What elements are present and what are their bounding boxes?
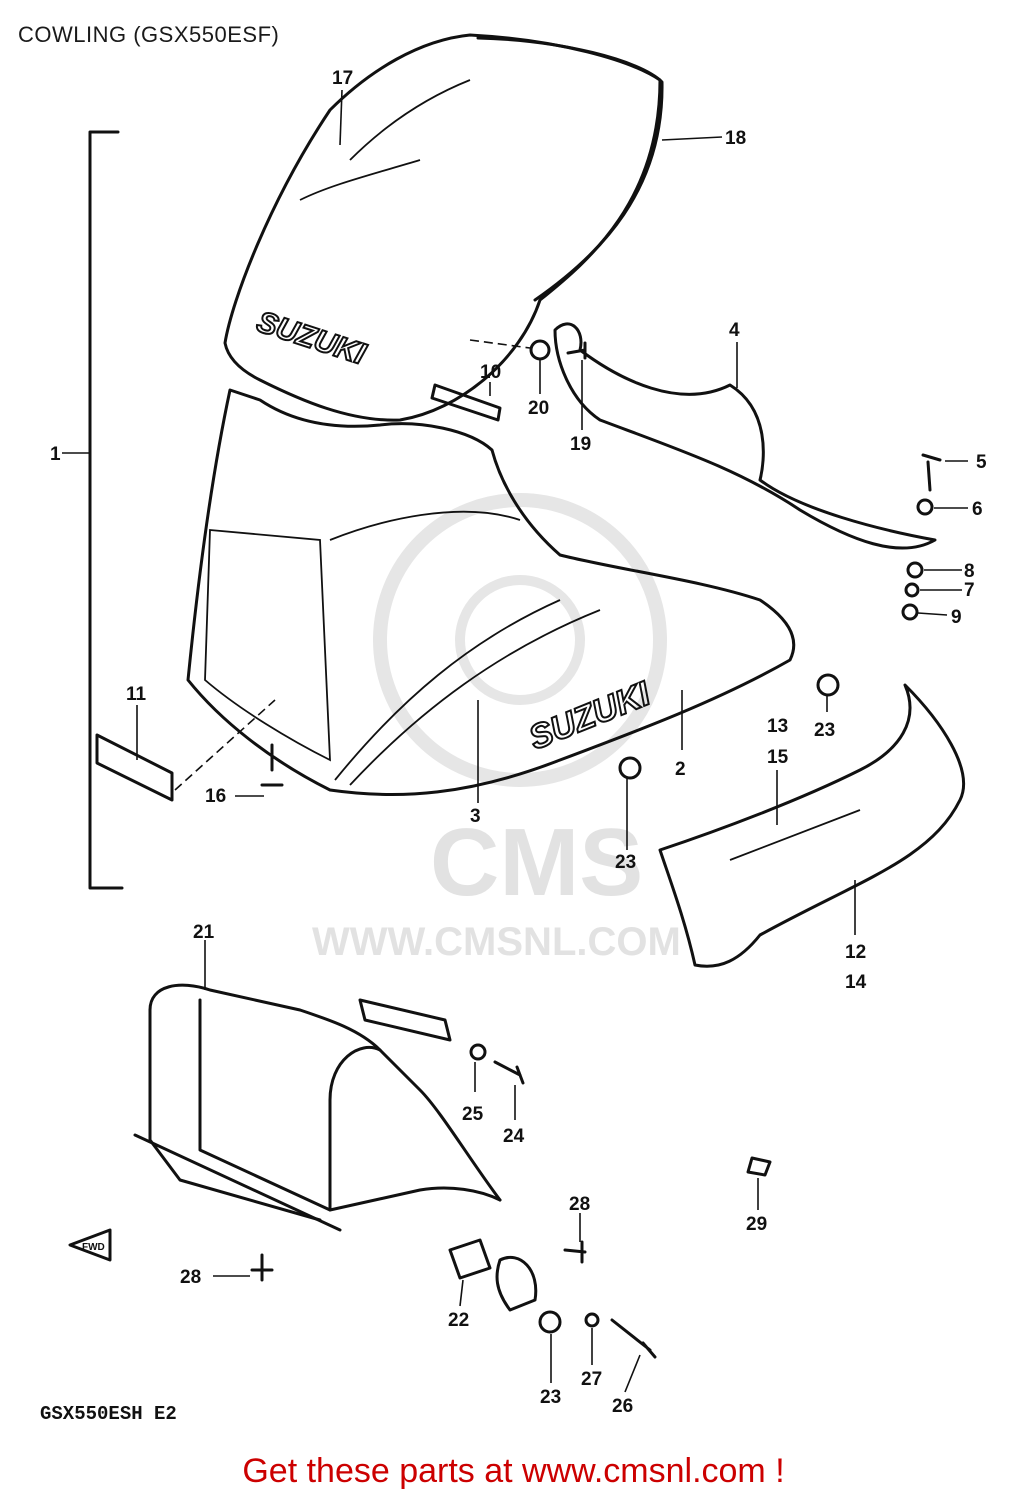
grommet-23-middle (618, 756, 642, 780)
callout-26: 26 (612, 1396, 633, 1417)
strip-10 (430, 383, 502, 422)
grommet-29 (746, 1156, 772, 1177)
windshield: SUZUKI (223, 33, 662, 422)
screw-19 (566, 341, 587, 360)
footer-cta-link[interactable]: Get these parts at www.cmsnl.com ! (242, 1452, 785, 1490)
nut-9 (901, 603, 919, 621)
grommet-23-upper (816, 673, 840, 697)
screw-28-right (563, 1240, 587, 1264)
cowling-stay (133, 983, 502, 1232)
callout-28-left: 28 (180, 1267, 201, 1288)
watermark-url: WWW.CMSNL.COM (312, 920, 681, 964)
callout-4: 4 (729, 320, 740, 341)
callout-23-upper: 23 (814, 720, 835, 741)
side-bracket-plate (95, 699, 276, 802)
windshield-trim (476, 36, 664, 302)
callout-1: 1 (50, 444, 61, 465)
mount-bracket (495, 1255, 538, 1312)
callout-29: 29 (746, 1214, 767, 1235)
screw-5 (921, 453, 942, 492)
callout-6: 6 (972, 499, 983, 520)
watermark-logo: CMS (430, 809, 643, 916)
lower-cowl-trim (729, 809, 861, 861)
bolt-24 (493, 1060, 525, 1085)
callout-18: 18 (725, 128, 746, 149)
callout-15: 15 (767, 747, 789, 768)
callout-11: 11 (126, 684, 147, 705)
callout-22: 22 (448, 1310, 469, 1331)
callout-13: 13 (767, 716, 788, 737)
cowl-logo: SUZUKI (524, 674, 657, 757)
callout-27: 27 (581, 1369, 602, 1390)
callout-23-lower: 23 (540, 1387, 561, 1408)
bolt-16 (260, 743, 284, 787)
watermark: CMS WWW.CMSNL.COM (312, 493, 681, 964)
diagram-code: GSX550ESH E2 (40, 1403, 177, 1425)
callout-14: 14 (845, 972, 867, 993)
callout-20: 20 (528, 398, 549, 419)
callout-21: 21 (193, 922, 215, 943)
lower-cowl (658, 683, 966, 968)
washer-8 (906, 561, 924, 579)
callout-8: 8 (964, 561, 975, 582)
grommet-23-lower (538, 1310, 562, 1334)
fwd-label: FWD (82, 1242, 105, 1253)
callout-17: 17 (332, 68, 353, 89)
callouts: 1 2 3 4 5 6 7 8 9 10 11 12 13 14 15 16 1… (50, 68, 987, 1417)
callout-23-middle: 23 (615, 852, 636, 873)
windshield-logo: SUZUKI (253, 305, 370, 371)
screw-28-left (250, 1253, 274, 1282)
callout-9: 9 (951, 607, 962, 628)
callout-16: 16 (205, 786, 226, 807)
bolt-26 (610, 1318, 657, 1359)
washer-27 (584, 1312, 600, 1328)
callout-12: 12 (845, 942, 866, 963)
page-title: COWLING (GSX550ESF) (18, 22, 280, 47)
nut-6 (916, 498, 934, 516)
inner-panel (553, 322, 937, 550)
callout-24: 24 (503, 1126, 525, 1147)
callout-19: 19 (570, 434, 591, 455)
callout-10: 10 (480, 362, 501, 383)
grommet-20 (529, 339, 551, 361)
callout-7: 7 (964, 580, 975, 601)
assembly-bracket (62, 130, 124, 890)
washer-7 (904, 582, 920, 598)
callout-3: 3 (470, 806, 481, 827)
washer-25 (469, 1043, 487, 1061)
callout-28-right: 28 (569, 1194, 590, 1215)
fwd-arrow-icon: FWD (68, 1228, 112, 1262)
callout-25: 25 (462, 1104, 484, 1125)
callout-2: 2 (675, 759, 686, 780)
bushing-22 (448, 1238, 492, 1280)
leader-lines (136, 89, 968, 1393)
callout-5: 5 (976, 452, 987, 473)
